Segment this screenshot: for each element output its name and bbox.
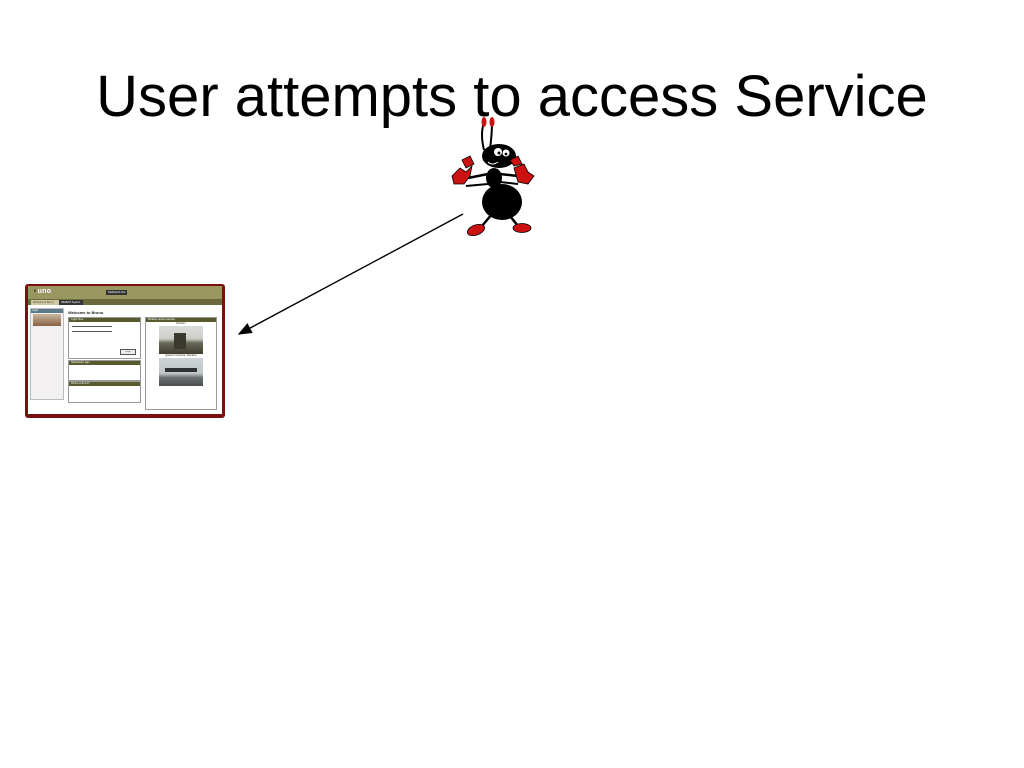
site-logo: ᴰuno [34, 288, 52, 295]
tab-system-info[interactable]: ABMEST System Info [59, 300, 83, 309]
weather-location-durham: Durham [176, 322, 186, 325]
page-title: Welcome to Bruno [68, 310, 104, 315]
slide-title: User attempts to access Service [96, 64, 928, 129]
login-button[interactable]: Login [120, 349, 136, 355]
login-heading: Login Here [69, 318, 140, 322]
site-header: ᴰuno Shibboleth Info [28, 286, 222, 299]
username-field[interactable] [72, 326, 112, 327]
sidebar: Login [30, 308, 64, 400]
stockton-webcam-image [159, 358, 203, 386]
password-field[interactable] [72, 330, 112, 332]
weather-panel: Weather across campus Durham Queen's Cam… [145, 317, 217, 410]
shibboleth-info-button[interactable]: Shibboleth Info [106, 290, 128, 295]
weather-heading: Weather across campus [146, 318, 216, 322]
where-heading: Where is Bruno? [69, 382, 140, 386]
durham-webcam-image [159, 326, 203, 354]
weather-location-stockton: Queen's Campus, Stockton [165, 354, 197, 357]
login-panel: Login Here Login [68, 317, 141, 359]
tab-bar: Welcome to Bruno ABMEST System Info [28, 299, 222, 309]
ant-mascot-icon [451, 117, 535, 237]
shibboleth-panel: Shibboleth Login [68, 360, 141, 381]
tab-welcome[interactable]: Welcome to Bruno [31, 300, 61, 305]
shibboleth-heading: Shibboleth Login [69, 361, 140, 365]
where-panel: Where is Bruno? [68, 381, 141, 403]
sidebar-heading: Login [31, 309, 63, 313]
service-screenshot: ᴰuno Shibboleth Info Welcome to Bruno AB… [25, 284, 225, 418]
sidebar-image [33, 314, 61, 326]
